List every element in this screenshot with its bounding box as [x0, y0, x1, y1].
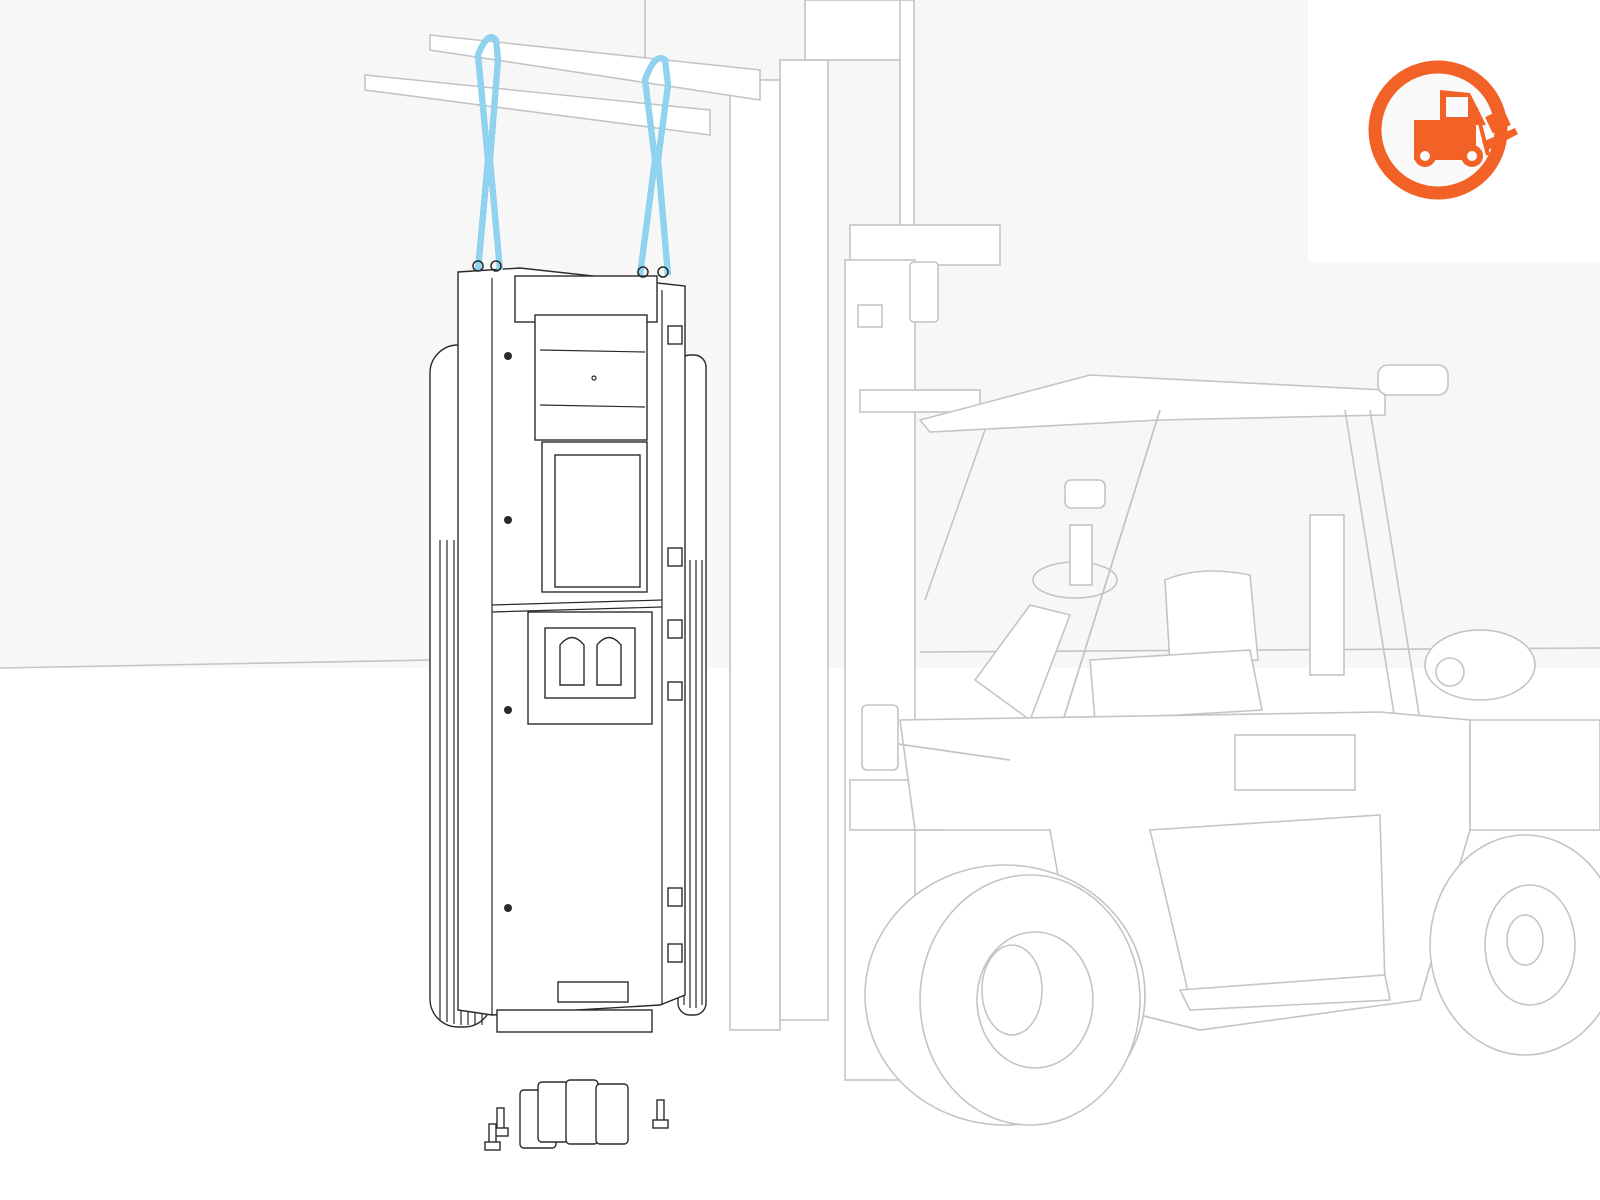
- mounting-hardware: [484, 1079, 669, 1151]
- forklift-transport-icon: [1368, 60, 1518, 200]
- lifting-straps: [472, 34, 671, 278]
- forklift: [364, 0, 1600, 1126]
- charger-cabinet: [429, 267, 707, 1033]
